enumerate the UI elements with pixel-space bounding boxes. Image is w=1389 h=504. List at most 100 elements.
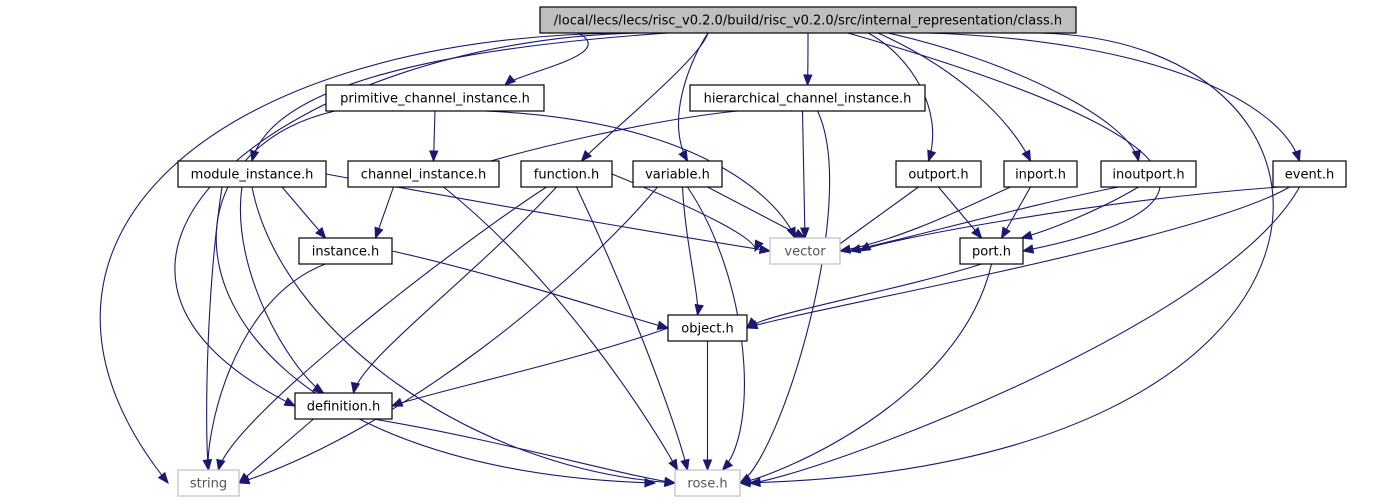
edge-hierarchical_channel_instance-to-rose — [739, 110, 831, 484]
arrowhead-function-to-string — [216, 458, 226, 472]
edge-port-to-object — [746, 263, 982, 329]
edge-root-to-string — [99, 32, 619, 484]
edge-inoutport-to-port — [1021, 186, 1139, 239]
edge-definition-to-string — [238, 418, 314, 484]
arrowhead-root-to-primitive_channel_instance — [503, 74, 517, 86]
node-function[interactable]: function.h — [520, 160, 613, 188]
node-box-instance — [298, 237, 393, 265]
node-port[interactable]: port.h — [959, 237, 1024, 265]
arrowhead-module_instance-to-definition — [312, 383, 325, 394]
node-box-port — [959, 237, 1024, 265]
edge-variable-to-rose — [687, 186, 745, 471]
node-label-function: function.h — [534, 168, 599, 183]
node-label-channel-instance: channel_instance.h — [361, 168, 486, 183]
edge-module_instance-to-vector — [325, 173, 771, 252]
arrowhead-event-to-rose — [748, 477, 761, 488]
arrowhead-inport-to-vector — [838, 244, 852, 254]
arrowhead-root-to-function — [580, 149, 592, 163]
node-box-rose — [674, 469, 741, 497]
edge-outport-to-port — [938, 186, 982, 239]
node-module-instance[interactable]: module_instance.h — [177, 160, 327, 188]
node-label-primitive-channel-instance: primitive_channel_instance.h — [340, 92, 530, 107]
node-label-outport: outport.h — [908, 168, 968, 183]
node-instance[interactable]: instance.h — [298, 237, 393, 265]
arrowhead-module_instance-to-vector — [758, 244, 772, 255]
edge-function-to-string — [217, 186, 547, 471]
node-variable[interactable]: variable.h — [632, 160, 723, 188]
node-label-port: port.h — [972, 245, 1011, 260]
node-inoutport[interactable]: inoutport.h — [1100, 160, 1197, 188]
arrowhead-module_instance-to-instance — [315, 226, 327, 240]
arrowhead-definition-to-string — [237, 472, 251, 484]
edge-event-to-vector — [859, 186, 1280, 252]
arrowhead-variable-to-rose — [721, 459, 734, 471]
edge-outport-to-vector — [829, 186, 919, 252]
node-label-instance: instance.h — [312, 245, 379, 260]
dependency-edges — [99, 32, 1301, 488]
arrowhead-root-to-inport — [1021, 149, 1032, 163]
node-definition[interactable]: definition.h — [294, 392, 393, 420]
arrowhead-variable-to-object — [694, 303, 704, 317]
node-box-module-instance — [177, 160, 327, 188]
node-label-rose: rose.h — [687, 477, 727, 492]
node-channel-instance[interactable]: channel_instance.h — [347, 160, 500, 188]
edge-object-to-definition — [391, 327, 669, 407]
edge-variable-to-string — [238, 186, 658, 484]
edge-root-to-inport — [877, 32, 1031, 162]
arrowhead-root-to-variable — [678, 149, 689, 163]
node-primitive-channel-instance[interactable]: primitive_channel_instance.h — [325, 84, 545, 112]
node-box-outport — [895, 160, 982, 188]
node-box-hierarchical-channel-instance — [689, 84, 926, 112]
arrowhead-port-to-rose — [738, 476, 752, 486]
node-box-function — [520, 160, 613, 188]
arrowhead-channel_instance-to-rose — [668, 458, 679, 472]
edge-root-to-function — [581, 32, 709, 162]
edge-module_instance-to-rose — [251, 186, 676, 484]
edge-inoutport-to-vector — [849, 186, 1119, 252]
node-object[interactable]: object.h — [667, 314, 748, 342]
edge-root-to-rose — [739, 32, 1274, 484]
arrowhead-root-to-string — [157, 471, 169, 485]
node-label-hierarchical-channel-instance: hierarchical_channel_instance.h — [704, 92, 912, 107]
arrowhead-port-to-object — [746, 317, 758, 329]
node-vector[interactable]: vector — [769, 237, 841, 265]
arrowhead-root-to-inoutport — [1131, 149, 1142, 163]
arrowhead-root-to-definition — [283, 397, 297, 407]
edge-inport-to-vector — [839, 186, 1011, 252]
edge-channel_instance-to-rose — [443, 186, 678, 471]
node-box-channel-instance — [347, 160, 500, 188]
edge-event-to-rose — [749, 186, 1300, 484]
arrowhead-inoutport-to-port — [1020, 230, 1033, 240]
edge-variable-to-vector — [707, 186, 806, 239]
arrowhead-function-to-vector — [754, 239, 764, 253]
edge-port-to-rose — [739, 263, 993, 484]
edge-module_instance-to-instance — [281, 186, 326, 239]
edge-event-to-object — [746, 186, 1290, 329]
node-label-definition: definition.h — [307, 400, 381, 415]
node-string[interactable]: string — [177, 469, 240, 497]
arrowhead-event-to-vector — [858, 241, 872, 252]
node-rose[interactable]: rose.h — [674, 469, 741, 497]
arrowhead-primitive_channel_instance-to-channel_instance — [429, 150, 439, 163]
node-root[interactable]: /local/lecs/lecs/risc_v0.2.0/build/risc_… — [539, 6, 1077, 34]
edge-root-to-port — [847, 32, 1161, 252]
edge-function-to-rose — [576, 186, 689, 471]
edge-hierarchical_channel_instance-to-vector — [801, 110, 806, 239]
node-box-definition — [294, 392, 393, 420]
arrowhead-root-to-event — [1291, 149, 1301, 163]
node-label-inport: inport.h — [1015, 168, 1066, 183]
edge-variable-to-object — [681, 186, 699, 316]
node-hierarchical-channel-instance[interactable]: hierarchical_channel_instance.h — [689, 84, 926, 112]
node-inport[interactable]: inport.h — [1003, 160, 1078, 188]
node-label-inoutport: inoutport.h — [1112, 168, 1184, 183]
node-label-string: string — [190, 477, 227, 492]
node-outport[interactable]: outport.h — [895, 160, 982, 188]
edge-root-to-variable — [678, 32, 709, 162]
node-label-variable: variable.h — [645, 168, 710, 183]
node-box-event — [1272, 160, 1347, 188]
arrowhead-inport-to-port — [1000, 226, 1011, 240]
node-label-event: event.h — [1285, 168, 1334, 183]
node-event[interactable]: event.h — [1272, 160, 1347, 188]
node-box-root — [539, 6, 1077, 34]
node-label-vector: vector — [784, 245, 826, 260]
